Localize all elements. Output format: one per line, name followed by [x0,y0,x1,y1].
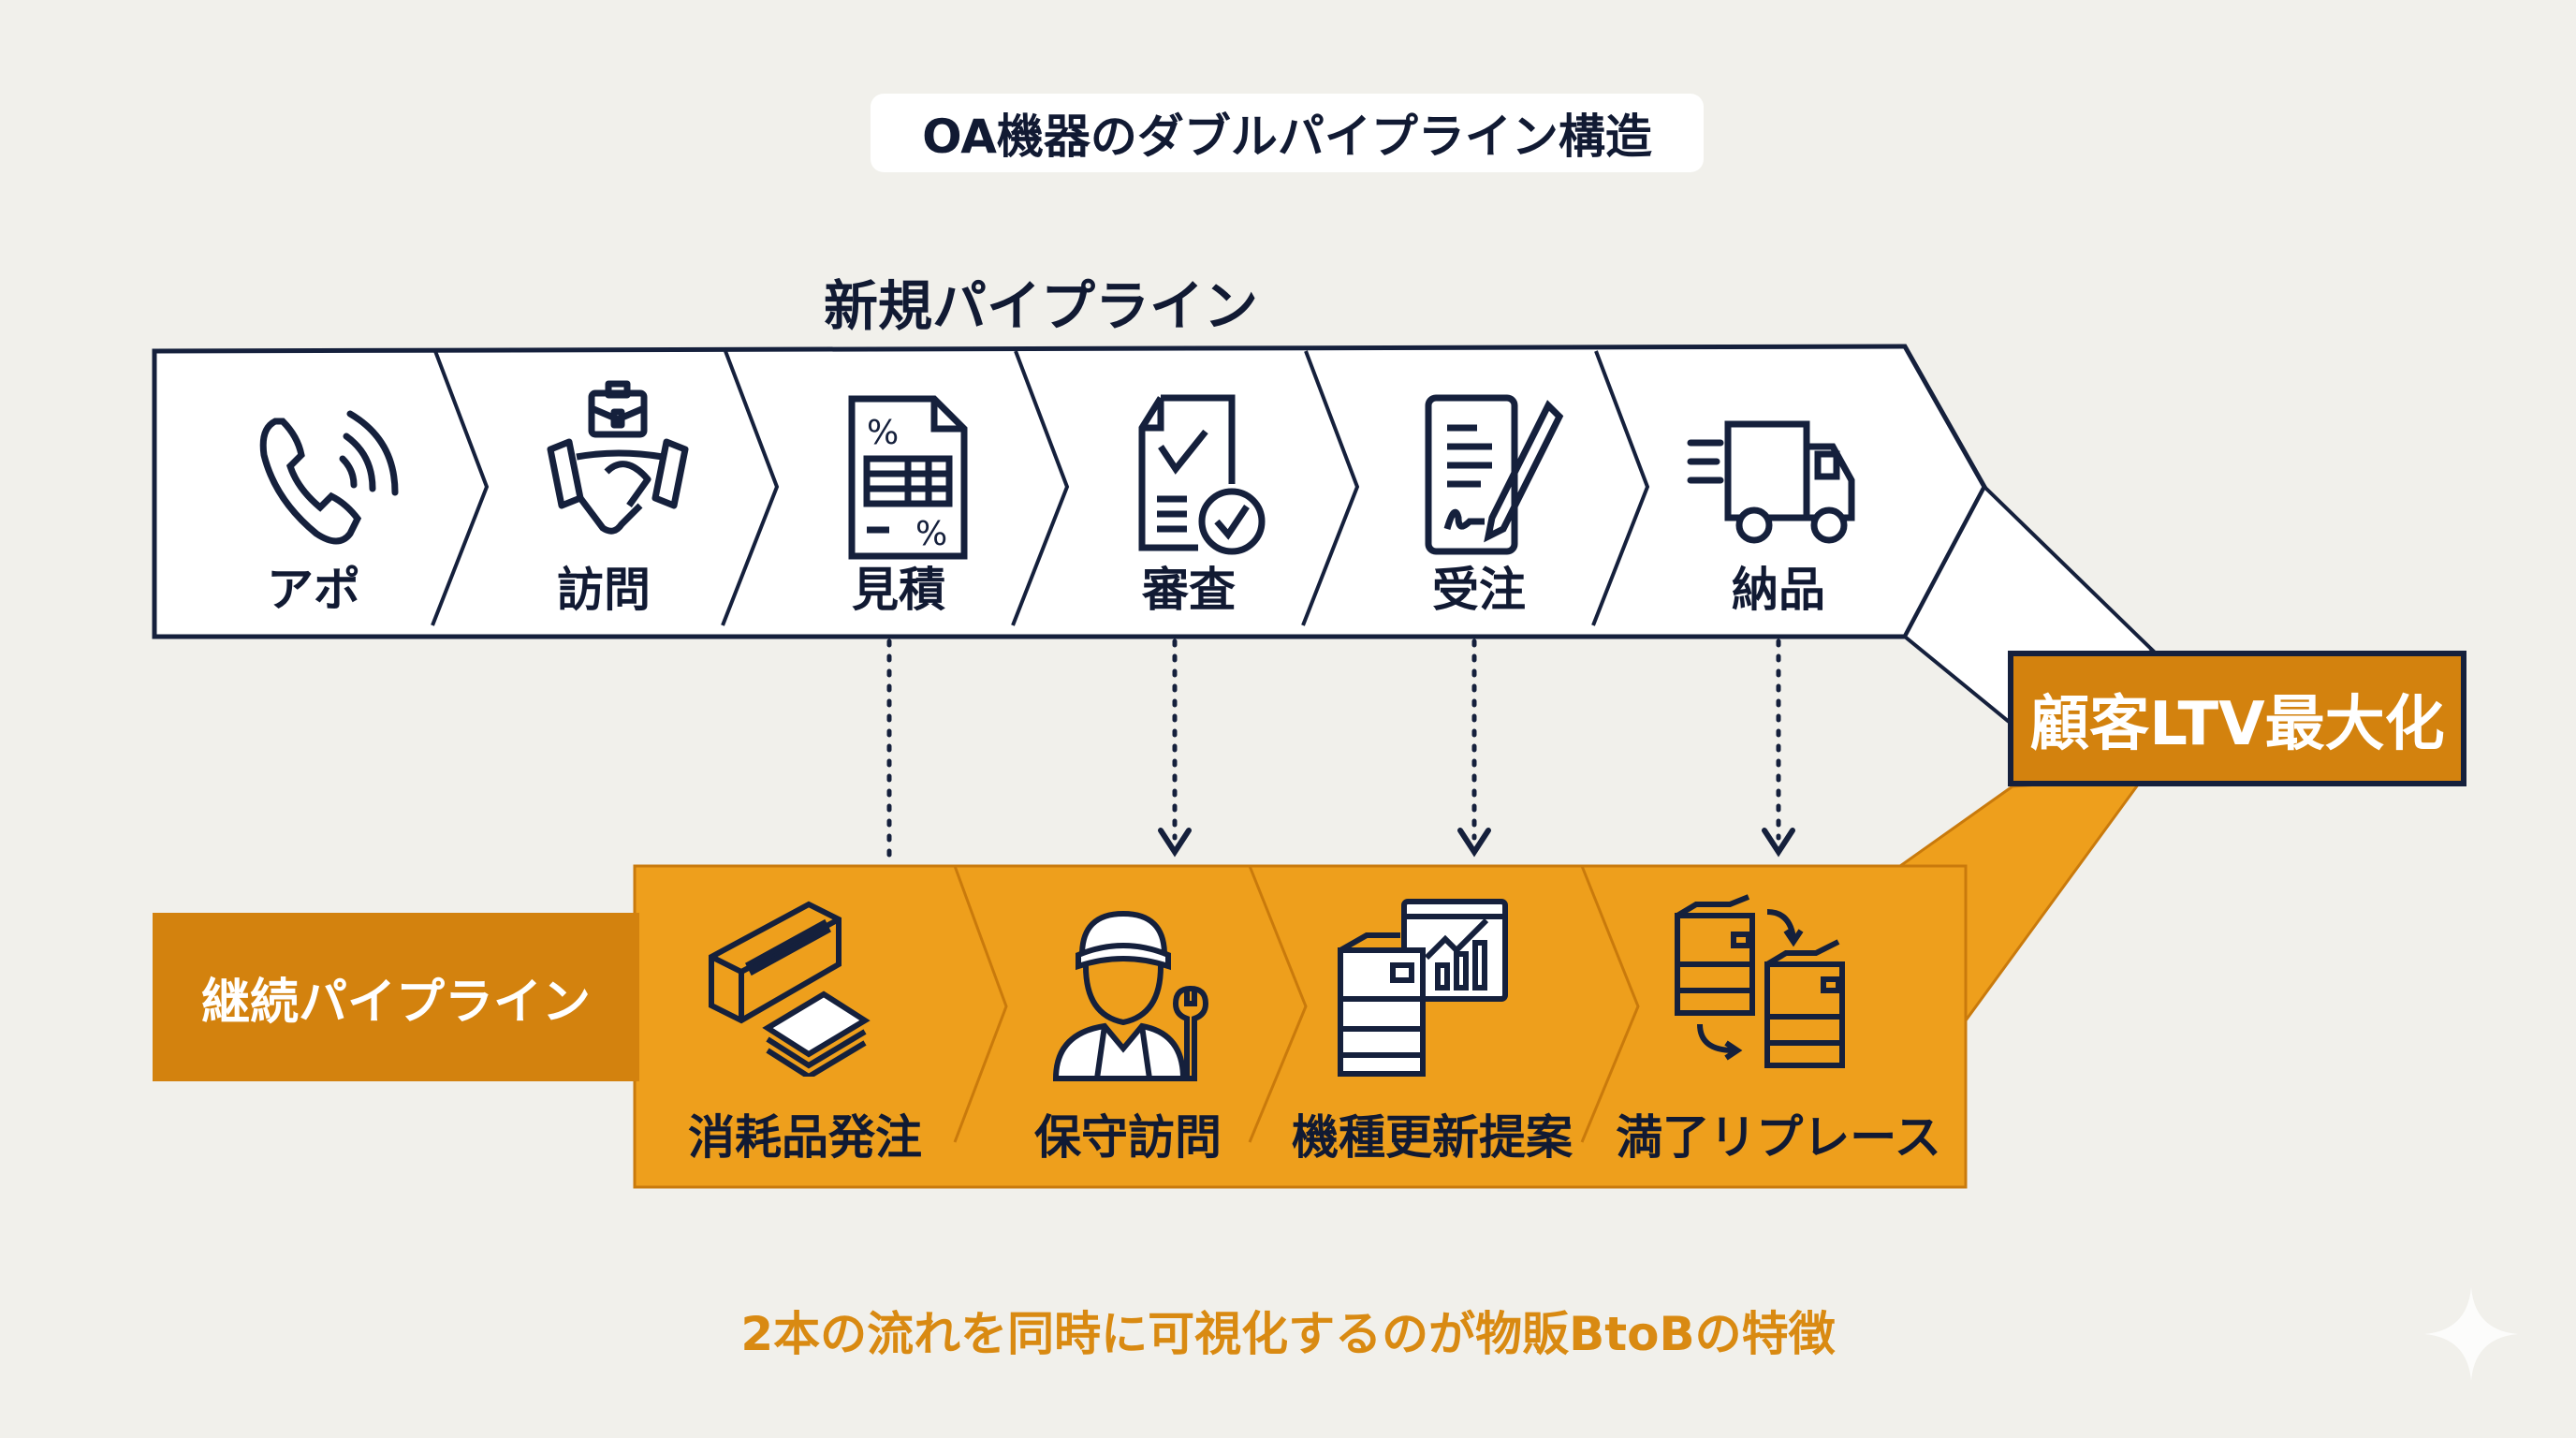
phone-icon [259,410,399,545]
stage-label-mitsumori: 見積 [852,563,945,617]
dotted-connectors [886,638,1781,864]
caption: 2本の流れを同時に可視化するのが物販BtoBの特徴 [740,1307,1836,1361]
continuation-separators [953,865,1640,1143]
separator [431,350,490,626]
stage-label-juchu: 受注 [1432,563,1526,617]
stage-label-shinsa: 審査 [1142,563,1236,617]
separator [721,350,780,626]
toner-paper-icon [709,901,871,1077]
copier-replace-icon [1675,894,1845,1068]
stage-label-manryo-replace: 満了リプレース [1616,1110,1941,1165]
handshake-briefcase-icon [547,380,689,535]
copier-growth-chart-icon [1338,899,1508,1077]
separator [1301,350,1360,626]
svg-text:%: % [915,515,947,553]
delivery-truck-icon [1687,420,1855,544]
technician-icon [1052,910,1209,1081]
separator [1591,350,1650,626]
stage-label-apo: アポ [267,563,360,617]
stage-label-shomouhin: 消耗品発注 [688,1110,922,1165]
stage-label-kishu-koshin: 機種更新提案 [1292,1110,1573,1165]
diagram-title: OA機器のダブルパイプライン構造 [871,94,1704,172]
sparkle-icon [2424,1287,2518,1381]
arrowhead-down-icon [1158,828,1192,858]
quote-document-icon: % % [848,395,968,560]
signed-contract-icon [1425,394,1564,555]
new-pipeline-separators [431,350,1650,626]
separator [1011,350,1070,626]
stage-label-houmon: 訪問 [557,563,651,617]
arrowheads [1158,828,1795,858]
separator [953,865,1008,1143]
separator [1248,865,1308,1143]
arrowhead-down-icon [1457,828,1491,858]
arrowhead-down-icon [1762,828,1795,858]
new-pipeline-label: 新規パイプライン [824,274,1259,338]
stage-label-nohin: 納品 [1732,563,1825,617]
ltv-goal-box: 顧客LTV最大化 [2008,651,2466,786]
review-checklist-icon [1138,394,1266,555]
svg-text:%: % [867,414,899,452]
separator [1580,865,1640,1143]
stage-label-hoshu: 保守訪問 [1034,1110,1222,1165]
continuation-pipeline-label: 継続パイプライン [153,913,639,1081]
